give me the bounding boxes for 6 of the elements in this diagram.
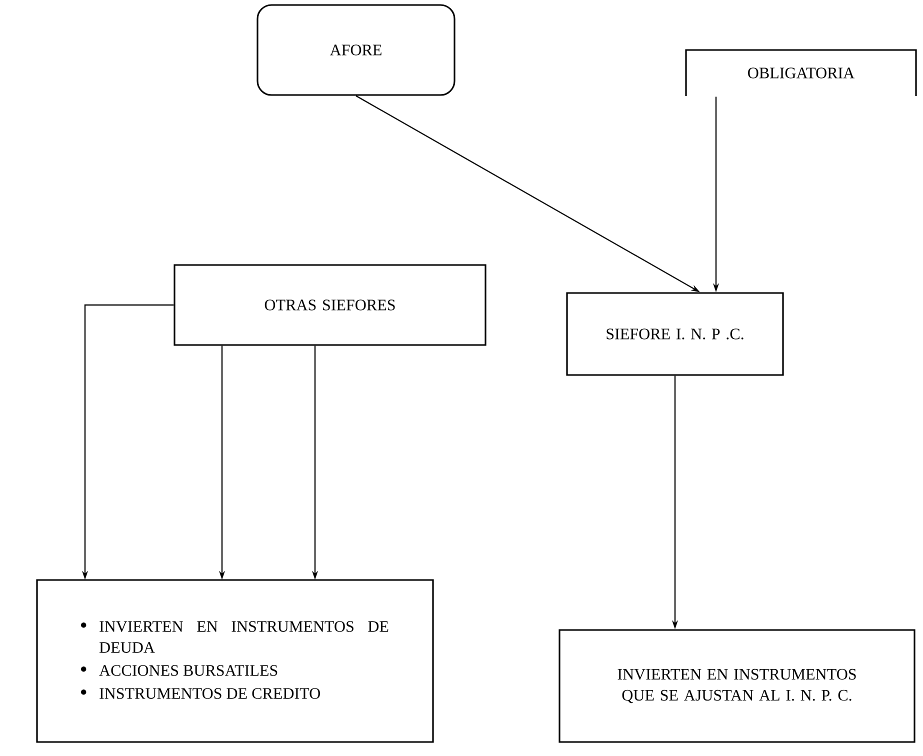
bracket-box: OBLIGATORIA (685, 49, 917, 96)
list-box: INVIERTEN EN INSTRUMENTOS DE DEUDA ACCIONES BURSATILES INSTRUMENTOS DE CREDITO (36, 579, 434, 743)
process-box: SIEFORE I. N. P .C. (566, 292, 784, 376)
process-box: OTRAS SIEFORES (174, 264, 486, 346)
process-box: INVIERTEN EN INSTRUMENTOS QUE SE AJUSTAN AL I. N. P. C. (558, 629, 916, 743)
rounded-box: AFORE (256, 4, 456, 96)
